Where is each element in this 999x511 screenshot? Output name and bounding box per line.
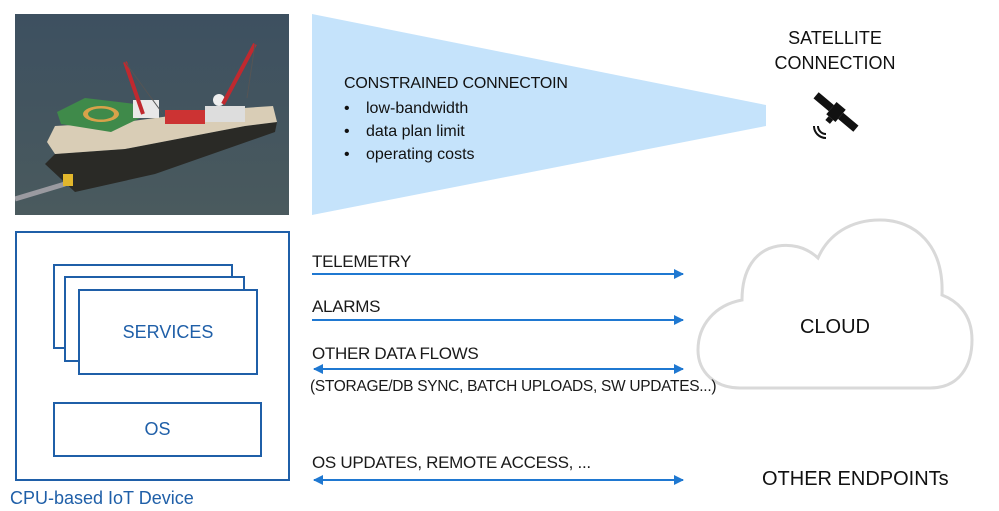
constrained-connection-title: CONSTRAINED CONNECTOIN	[344, 75, 568, 92]
other-data-flows-label: OTHER DATA FLOWS	[312, 344, 479, 363]
constrained-connection-funnel	[312, 14, 766, 215]
os-box: OS	[53, 402, 262, 457]
ship-photo-illustration	[15, 14, 289, 215]
alarms-label: ALARMS	[312, 297, 381, 316]
cloud-shape	[696, 218, 974, 390]
cloud-label: CLOUD	[799, 316, 870, 338]
other-endpoints-label: OTHER ENDPOINTs	[762, 468, 949, 490]
device-caption: CPU-based IoT Device	[10, 488, 194, 508]
constrained-connection-bullets: •low-bandwidth •data plan limit •operati…	[344, 97, 568, 166]
telemetry-label: TELEMETRY	[312, 252, 412, 271]
services-box: SERVICES	[78, 289, 258, 375]
os-updates-label: OS UPDATES, REMOTE ACCESS, ...	[312, 453, 591, 472]
satellite-icon	[813, 92, 859, 139]
os-label: OS	[144, 419, 171, 439]
constrained-connection-block: CONSTRAINED CONNECTOIN •low-bandwidth •d…	[344, 75, 568, 166]
ship-photo	[15, 14, 289, 215]
bullet-item: •data plan limit	[344, 123, 465, 140]
bullet-item: •low-bandwidth	[344, 100, 469, 117]
services-label: SERVICES	[122, 321, 214, 342]
other-data-flows-sublabel: (STORAGE/DB SYNC, BATCH UPLOADS, SW UPDA…	[310, 378, 717, 395]
bullet-item: •operating costs	[344, 146, 475, 163]
satellite-label: SATELLITE CONNECTION	[774, 28, 896, 73]
